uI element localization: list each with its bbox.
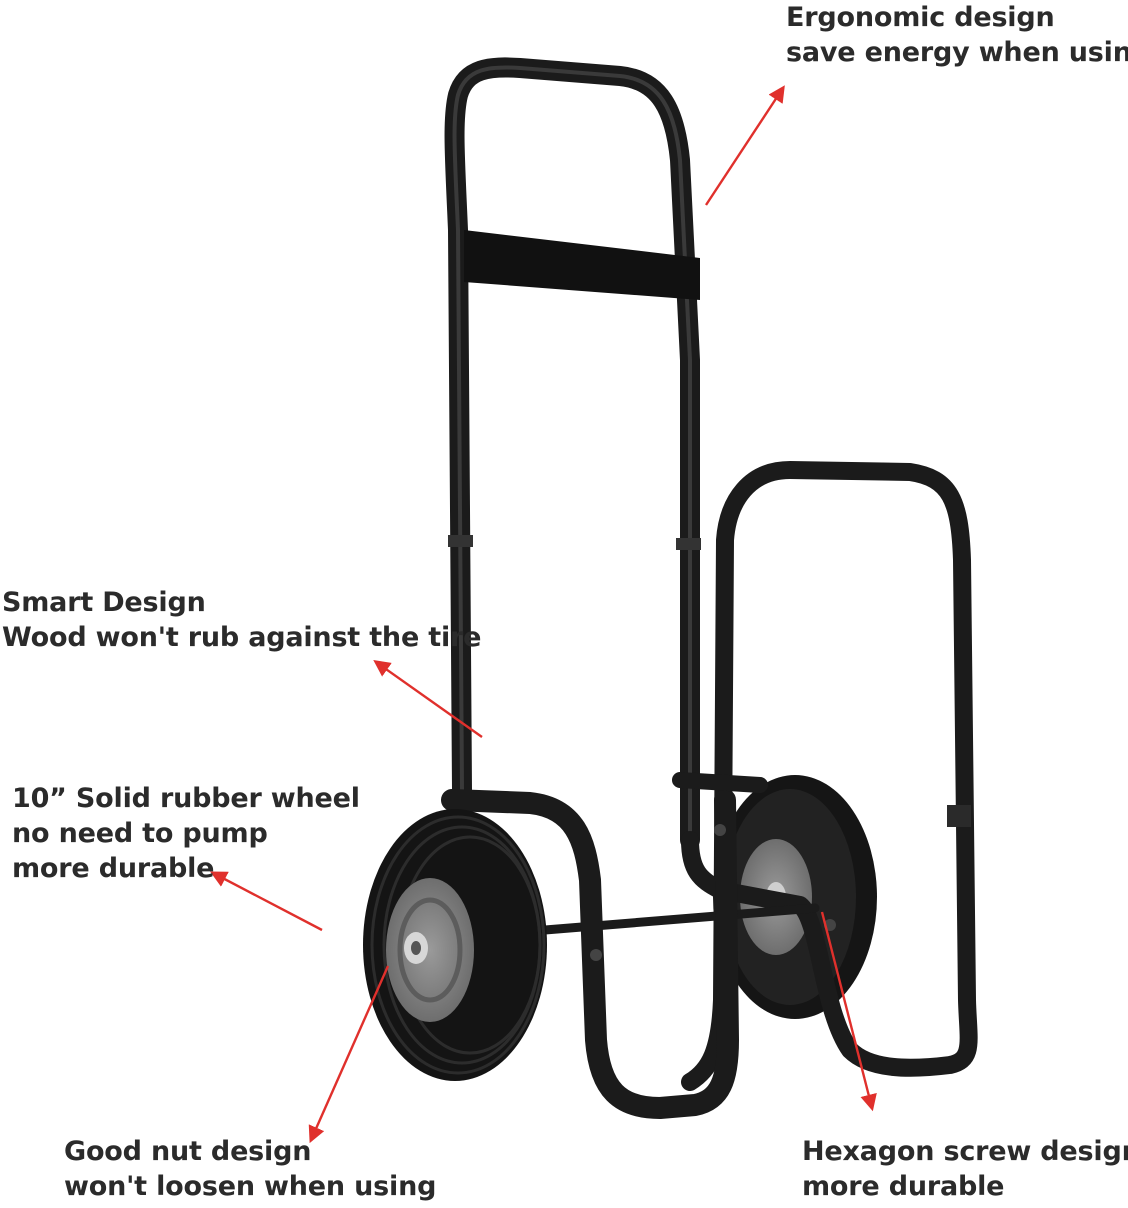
caption-line: Smart Design <box>2 587 206 618</box>
caption-line: save energy when using <box>786 37 1128 68</box>
caption-nut-design: Good nut design won't loosen when using <box>64 1134 436 1204</box>
caption-line: Hexagon screw design <box>802 1136 1128 1167</box>
base-frame <box>441 772 836 1119</box>
caption-hexagon-screw: Hexagon screw design more durable <box>802 1134 1128 1204</box>
caption-rubber-wheel: 10” Solid rubber wheel no need to pump m… <box>12 781 360 886</box>
caption-line: Ergonomic design <box>786 2 1055 33</box>
caption-line: no need to pump <box>12 818 268 849</box>
caption-line: won't loosen when using <box>64 1171 437 1202</box>
annotation-arrows <box>210 85 877 1144</box>
caption-smart-design: Smart Design Wood won't rub against the … <box>2 585 481 655</box>
arrow-wheel <box>210 871 323 932</box>
arrow-hex <box>820 911 877 1112</box>
rack-loop <box>681 461 978 1091</box>
caption-line: Good nut design <box>64 1136 312 1167</box>
front-wheel <box>363 809 547 1081</box>
caption-line: more durable <box>802 1171 1005 1202</box>
arrow-nut <box>308 965 390 1144</box>
handle-frame <box>444 57 701 850</box>
grip-band <box>464 230 700 300</box>
arrow-ergonomic <box>704 85 785 206</box>
caption-line: more durable <box>12 853 215 884</box>
caption-ergonomic-design: Ergonomic design save energy when using <box>786 0 1128 70</box>
caption-line: Wood won't rub against the tire <box>2 622 482 653</box>
caption-line: 10” Solid rubber wheel <box>12 783 360 814</box>
arrow-smart <box>373 660 483 738</box>
